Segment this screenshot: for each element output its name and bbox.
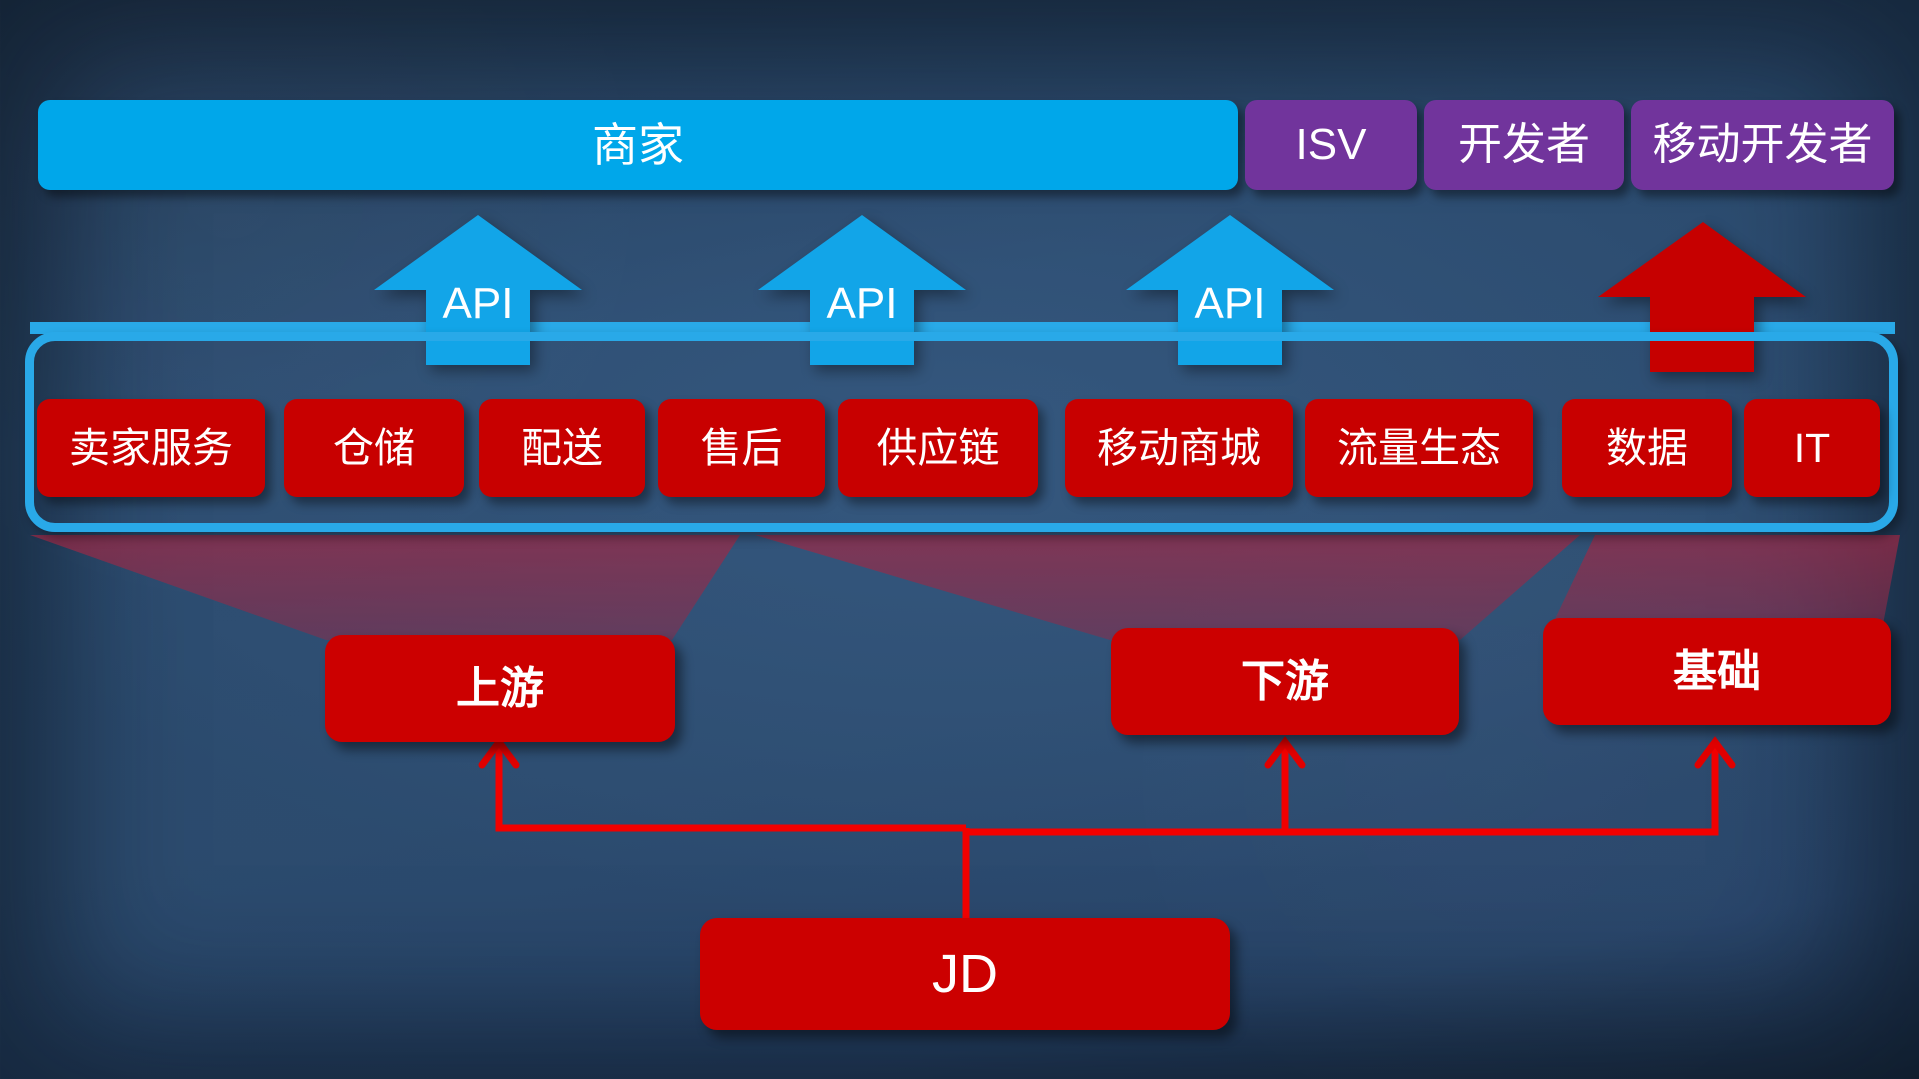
top-box-merchant[interactable]: 商家	[38, 100, 1238, 190]
service-label-8: IT	[1793, 424, 1831, 471]
top-box-merchant-label: 商家	[592, 119, 684, 171]
category-box-foundation[interactable]: 基础	[1543, 618, 1891, 725]
service-box-after-sales[interactable]: 售后	[658, 399, 825, 497]
arrowhead-downstream	[1264, 736, 1306, 769]
service-label-0: 卖家服务	[69, 424, 233, 471]
category-label-foundation: 基础	[1673, 646, 1761, 696]
source-label-jd: JD	[932, 944, 998, 1004]
service-box-seller-service[interactable]: 卖家服务	[37, 399, 265, 497]
top-box-developer[interactable]: 开发者	[1424, 100, 1624, 190]
service-label-2: 配送	[521, 424, 603, 471]
platform-container-ring	[25, 332, 1898, 532]
service-box-traffic-ecosystem[interactable]: 流量生态	[1305, 399, 1533, 497]
top-box-developer-label: 开发者	[1458, 120, 1590, 169]
service-label-3: 售后	[700, 424, 783, 471]
service-box-delivery[interactable]: 配送	[479, 399, 645, 497]
api-arrow-3	[1126, 215, 1334, 365]
service-box-warehousing[interactable]: 仓储	[284, 399, 464, 497]
top-box-isv[interactable]: ISV	[1245, 100, 1417, 190]
top-box-mobile-developer-label: 移动开发者	[1652, 120, 1873, 169]
service-label-1: 仓储	[333, 424, 415, 471]
category-label-upstream: 上游	[456, 663, 544, 713]
funnel-foundation	[1545, 535, 1900, 640]
connector-foundation	[966, 745, 1719, 836]
category-box-upstream[interactable]: 上游	[325, 635, 675, 742]
service-label-5: 移动商城	[1097, 424, 1261, 471]
funnel-upstream	[30, 535, 740, 640]
category-label-downstream: 下游	[1241, 656, 1329, 706]
connector-upstream	[495, 745, 966, 832]
api-arrow-1	[374, 215, 582, 365]
source-box-jd[interactable]: JD	[700, 918, 1230, 1030]
service-label-4: 供应链	[876, 424, 1000, 471]
service-label-7: 数据	[1606, 424, 1688, 471]
category-box-downstream[interactable]: 下游	[1111, 628, 1459, 735]
funnel-downstream	[755, 535, 1580, 640]
service-box-supply-chain[interactable]: 供应链	[838, 399, 1038, 497]
service-box-mobile-mall[interactable]: 移动商城	[1065, 399, 1293, 497]
service-box-it[interactable]: IT	[1744, 399, 1880, 497]
service-box-data[interactable]: 数据	[1562, 399, 1732, 497]
service-label-6: 流量生态	[1337, 424, 1501, 471]
top-box-mobile-developer[interactable]: 移动开发者	[1631, 100, 1894, 190]
api-arrow-2	[758, 215, 966, 365]
arrowhead-foundation	[1694, 736, 1736, 769]
top-box-isv-label: ISV	[1295, 120, 1367, 169]
arrowhead-upstream	[478, 736, 520, 769]
